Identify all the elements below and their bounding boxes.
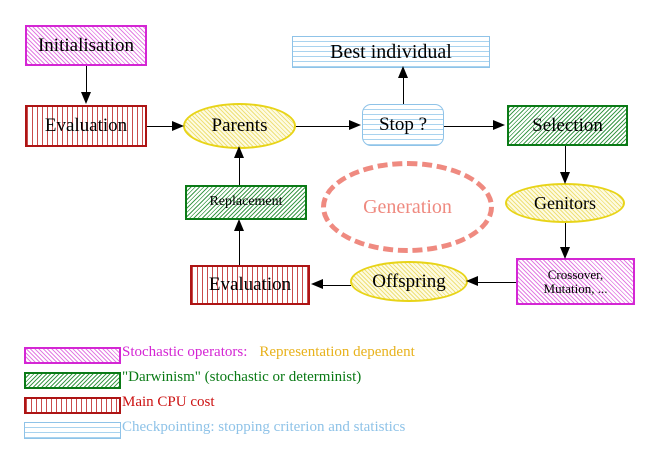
- legend: Stochastic operators: Representation depe…: [24, 344, 644, 444]
- arrowhead-parents-to-stop: [349, 120, 361, 130]
- legend-label-darwinism: "Darwinism" (stochastic or determinist): [122, 369, 361, 386]
- arrowhead-selection-to-genitors: [560, 172, 570, 184]
- edge-stop-to-selection: [444, 126, 495, 127]
- node-parents-label: Parents: [211, 115, 268, 137]
- arrowhead-stop-to-best-individual: [398, 66, 408, 78]
- legend-row-cpu-cost: Main CPU cost: [24, 394, 644, 419]
- node-evaluation-bottom[interactable]: Evaluation: [190, 265, 310, 305]
- node-genitors[interactable]: Genitors: [505, 183, 625, 223]
- legend-label-stochastic-operators: Stochastic operators: Representation depe…: [122, 344, 415, 361]
- arrowhead-stop-to-selection: [493, 120, 505, 130]
- legend-swatch-darwinism: [24, 372, 121, 389]
- node-replacement-label: Replacement: [209, 194, 283, 210]
- node-replacement[interactable]: Replacement: [185, 185, 307, 220]
- arrowhead-replacement-to-parents: [234, 146, 244, 158]
- node-best-individual-label: Best individual: [330, 40, 452, 63]
- node-selection-label: Selection: [532, 114, 603, 136]
- generation-loop-ellipse: Generation: [321, 161, 494, 253]
- generation-loop-label: Generation: [363, 195, 452, 218]
- node-evaluation-bottom-label: Evaluation: [208, 274, 292, 296]
- arrowhead-evaluation-to-replacement: [234, 219, 244, 231]
- arrowhead-initialisation-to-evaluation: [81, 92, 91, 104]
- legend-swatch-stochastic-operators: [24, 347, 121, 364]
- legend-text-main-cpu-cost: Main CPU cost: [122, 394, 215, 410]
- node-parents[interactable]: Parents: [183, 103, 296, 149]
- node-stop[interactable]: Stop ?: [362, 104, 444, 146]
- edge-initialisation-to-evaluation: [86, 66, 87, 94]
- edge-genitors-to-crossover: [565, 223, 566, 251]
- edge-evaluation-to-parents: [147, 126, 176, 127]
- node-crossover-mutation-label: Crossover, Mutation, ...: [543, 266, 608, 296]
- node-evaluation-top[interactable]: Evaluation: [25, 105, 147, 147]
- edge-stop-to-best-individual: [403, 71, 404, 104]
- node-best-individual[interactable]: Best individual: [292, 36, 490, 68]
- legend-text-representation-dependent: Representation dependent: [259, 344, 415, 360]
- legend-label-checkpointing: Checkpointing: stopping criterion and st…: [122, 419, 405, 436]
- node-initialisation[interactable]: Initialisation: [25, 25, 147, 66]
- edge-selection-to-genitors: [565, 146, 566, 176]
- node-stop-label: Stop ?: [378, 114, 428, 136]
- legend-text-darwinism: "Darwinism" (stochastic or determinist): [122, 369, 362, 385]
- legend-label-main-cpu-cost: Main CPU cost: [122, 394, 215, 411]
- legend-swatch-main-cpu-cost: [24, 397, 121, 414]
- legend-row-checkpointing: Checkpointing: stopping criterion and st…: [24, 419, 644, 444]
- legend-text-stochastic-operators: Stochastic operators:: [122, 344, 248, 360]
- edge-evaluation-to-replacement: [239, 226, 240, 265]
- legend-row-stochastic: Stochastic operators: Representation depe…: [24, 344, 644, 369]
- legend-text-checkpointing: Checkpointing: stopping criterion and st…: [122, 419, 406, 435]
- node-initialisation-label: Initialisation: [37, 34, 135, 56]
- edge-crossover-to-offspring: [477, 282, 516, 283]
- node-evaluation-top-label: Evaluation: [44, 115, 128, 137]
- node-crossover-mutation[interactable]: Crossover, Mutation, ...: [516, 258, 635, 305]
- node-offspring-label: Offspring: [372, 270, 446, 292]
- arrowhead-crossover-to-offspring: [466, 276, 478, 286]
- arrowhead-genitors-to-crossover: [560, 247, 570, 259]
- legend-row-darwinism: "Darwinism" (stochastic or determinist): [24, 369, 644, 394]
- edge-parents-to-stop: [296, 126, 352, 127]
- edge-replacement-to-parents: [239, 156, 240, 185]
- node-selection[interactable]: Selection: [507, 105, 628, 146]
- node-genitors-label: Genitors: [534, 192, 596, 213]
- arrowhead-evaluation-to-parents: [172, 121, 184, 131]
- node-offspring[interactable]: Offspring: [350, 261, 468, 302]
- edge-offspring-to-evaluation: [322, 285, 351, 286]
- arrowhead-offspring-to-evaluation: [311, 279, 323, 289]
- legend-swatch-checkpointing: [24, 422, 121, 439]
